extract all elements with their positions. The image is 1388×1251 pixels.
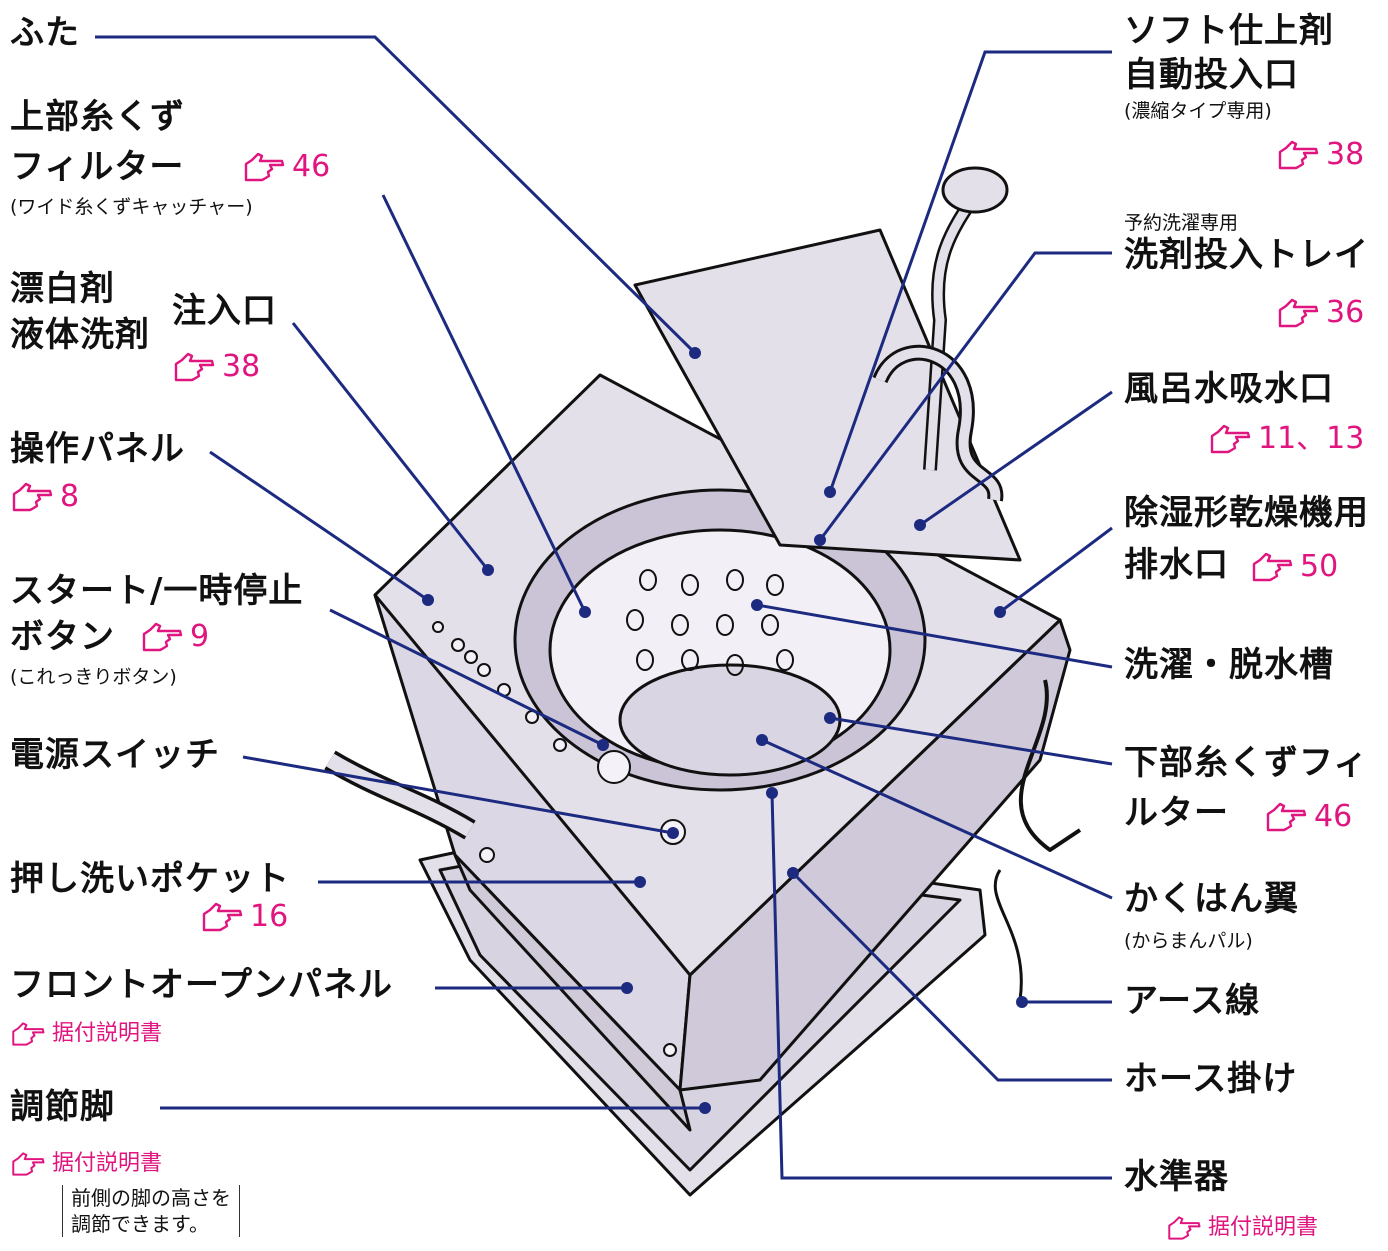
pointing-hand-icon — [12, 1152, 45, 1176]
label-tub: 洗濯・脱水槽 — [1124, 645, 1334, 685]
ref-drain[interactable]: 50 — [1250, 550, 1338, 584]
label-foot: 調節脚 — [10, 1087, 115, 1127]
ref-inlet[interactable]: 38 — [172, 350, 260, 384]
label-tray: 洗剤投入トレイ — [1124, 235, 1369, 275]
machine-body — [324, 166, 1082, 1132]
label-level: 水準器 — [1124, 1157, 1229, 1197]
ref-front-panel[interactable]: 据付説明書 — [10, 1020, 162, 1048]
pointing-hand-icon — [1278, 140, 1319, 170]
pointing-hand-icon — [12, 1022, 45, 1046]
ref-pocket[interactable]: 16 — [200, 900, 288, 934]
label-start-2: ボタン — [10, 617, 115, 657]
pointing-hand-icon — [1252, 552, 1293, 582]
ref-level[interactable]: 据付説明書 — [1166, 1214, 1318, 1242]
pointing-hand-icon — [142, 622, 183, 652]
label-pulsator-sub: (からまんパル) — [1124, 930, 1253, 952]
label-lower-filter-2: ルター — [1124, 793, 1229, 833]
foot-note-line-1: 前側の脚の高さを — [71, 1186, 231, 1210]
foot-note: 前側の脚の高さを 調節できます。 — [62, 1185, 240, 1237]
pointing-hand-icon — [1168, 1216, 1201, 1240]
label-drain-1: 除湿形乾燥機用 — [1124, 493, 1369, 533]
label-inlet: 注入口 — [172, 291, 277, 331]
pointing-hand-icon — [1266, 802, 1307, 832]
pointing-hand-icon — [12, 482, 53, 512]
ref-panel[interactable]: 8 — [10, 480, 79, 514]
label-start-sub: (これっきりボタン) — [10, 666, 177, 688]
label-softener-2: 自動投入口 — [1124, 55, 1299, 95]
label-pulsator: かくはん翼 — [1124, 879, 1299, 919]
pointing-hand-icon — [174, 352, 215, 382]
pointing-hand-icon — [202, 902, 243, 932]
label-pocket: 押し洗いポケット — [10, 859, 290, 899]
label-bleach-1: 漂白剤 — [10, 269, 115, 309]
ref-start[interactable]: 9 — [140, 620, 209, 654]
label-upper-filter-1: 上部糸くず — [10, 97, 185, 137]
pointing-hand-icon — [244, 152, 285, 182]
leader-dots — [422, 347, 1028, 1114]
label-hose-hook: ホース掛け — [1124, 1059, 1298, 1099]
ref-softener[interactable]: 38 — [1276, 138, 1364, 172]
ref-bath[interactable]: 11、13 — [1208, 422, 1364, 456]
leader-lines — [95, 35, 1113, 1180]
label-upper-filter-2: フィルター — [10, 147, 185, 187]
label-panel: 操作パネル — [10, 429, 185, 469]
label-futa: ふた — [10, 13, 80, 53]
ref-lower-filter[interactable]: 46 — [1264, 800, 1352, 834]
label-softener-sub: (濃縮タイプ専用) — [1124, 100, 1272, 122]
pointing-hand-icon — [1210, 424, 1251, 454]
label-front-panel: フロントオープンパネル — [10, 965, 393, 1005]
foot-note-line-2: 調節できます。 — [71, 1212, 209, 1236]
label-drain-2: 排水口 — [1124, 545, 1229, 585]
ref-upper-filter[interactable]: 46 — [242, 150, 330, 184]
label-start-1: スタート/一時停止 — [10, 571, 304, 611]
label-tray-sub: 予約洗濯専用 — [1124, 212, 1239, 234]
pointing-hand-icon — [1278, 298, 1319, 328]
label-lower-filter-1: 下部糸くずフィ — [1124, 743, 1369, 783]
tub-holes — [626, 569, 794, 676]
label-softener-1: ソフト仕上剤 — [1124, 11, 1334, 51]
ref-foot[interactable]: 据付説明書 — [10, 1150, 162, 1178]
ref-tray[interactable]: 36 — [1276, 296, 1364, 330]
label-bleach-2: 液体洗剤 — [10, 315, 150, 355]
label-earth: アース線 — [1124, 981, 1261, 1021]
label-power: 電源スイッチ — [10, 735, 220, 775]
label-upper-filter-sub: (ワイド糸くずキャッチャー) — [10, 196, 253, 218]
label-bath: 風呂水吸水口 — [1124, 369, 1334, 409]
